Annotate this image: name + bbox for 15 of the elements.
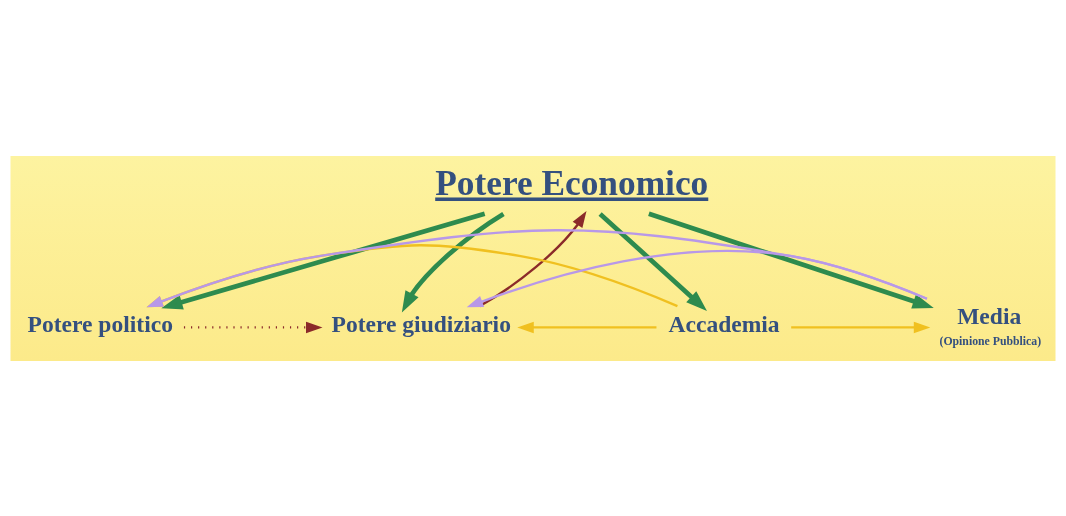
node-text: Potere Economico [435, 163, 709, 203]
arrow [161, 211, 486, 309]
arrow [466, 249, 928, 307]
arrow [648, 211, 934, 308]
node-text: Accademia [668, 310, 780, 337]
node-text: Potere politico [27, 310, 173, 337]
arrow [517, 321, 657, 333]
arrow [146, 228, 928, 307]
node-text: Potere giudiziario [331, 310, 511, 337]
arrow [791, 321, 931, 333]
arrow [401, 211, 505, 312]
arrow [183, 321, 323, 333]
node-label: (Opinione Pubblica) [939, 334, 1042, 348]
node-text: Media [957, 302, 1022, 329]
arrow [598, 211, 707, 311]
